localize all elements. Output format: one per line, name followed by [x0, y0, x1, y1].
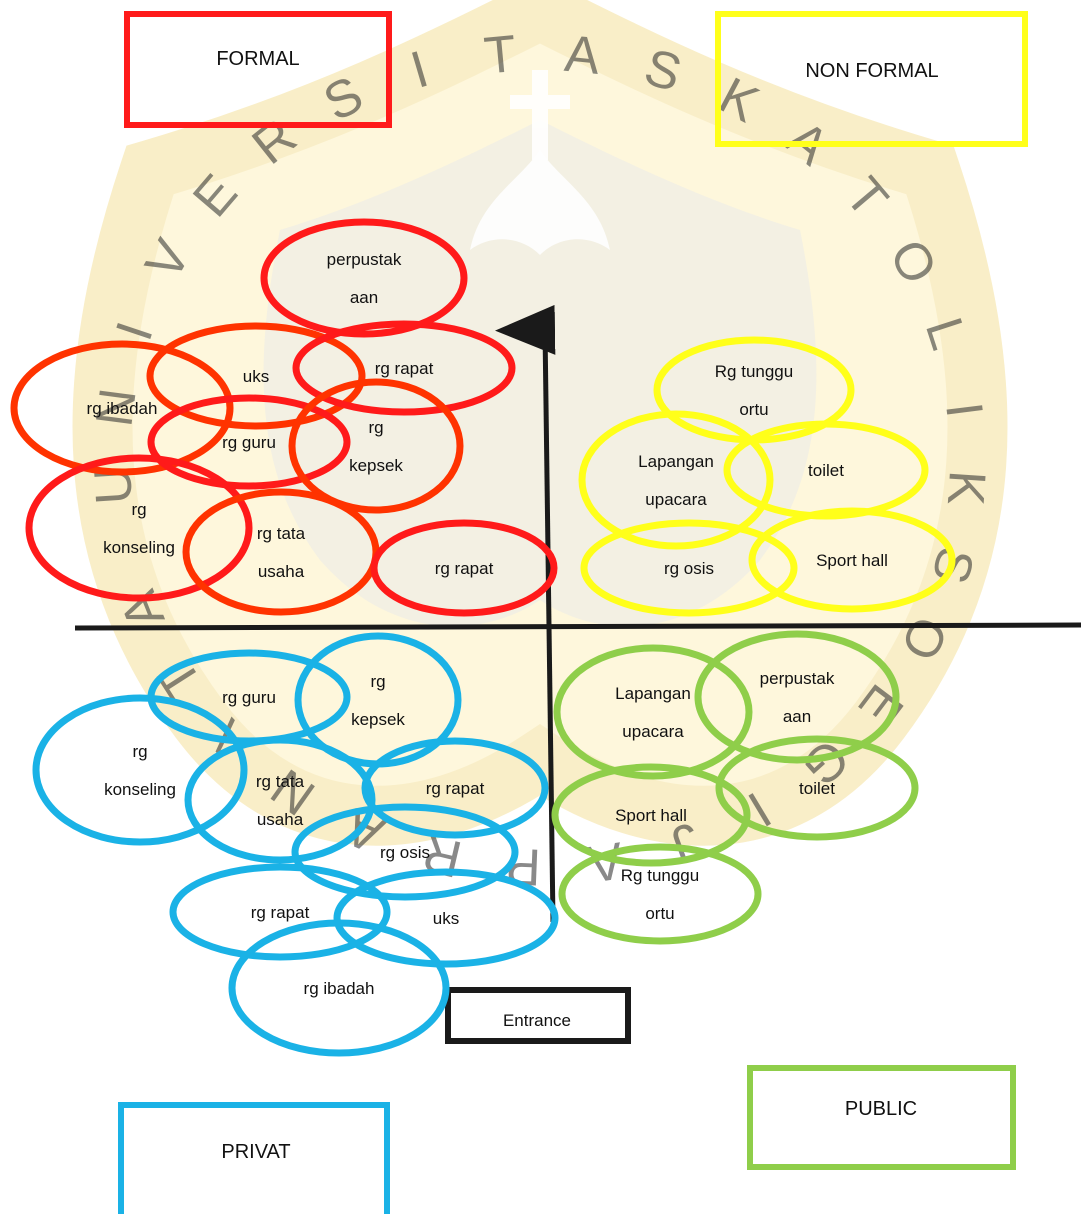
zone-formal-non-public: perpustak aan uks rg rapat rg ibadah rg guru r… — [10, 218, 558, 617]
bubble-public-3 — [551, 763, 751, 867]
bubble-formal-non-public-1 — [146, 322, 366, 430]
bubble-formal-non-public-6 — [25, 454, 253, 602]
seal-letter: K — [936, 469, 996, 508]
bubble-label: aan — [350, 288, 378, 307]
bubble-privat-3 — [184, 736, 376, 864]
bubble-privat-2 — [32, 694, 248, 846]
bubble-label: upacara — [645, 490, 707, 509]
bubble-label: Rg tunggu — [715, 362, 793, 381]
bubble-label: rg osis — [380, 843, 430, 862]
entrance-box: Entrance — [445, 987, 631, 1044]
bubble-label: rg rapat — [251, 903, 310, 922]
bubble-label: rg osis — [664, 559, 714, 578]
legend-formal: FORMAL — [124, 11, 392, 128]
bubble-label: uks — [433, 909, 459, 928]
bubble-label: rg ibadah — [304, 979, 375, 998]
bubble-label: rg — [370, 672, 385, 691]
seal-letter: N — [85, 385, 147, 430]
legend-public-label: PUBLIC — [845, 1098, 917, 1120]
bubble-label: rg — [131, 500, 146, 519]
seal-shield-shape — [72, 0, 1008, 846]
bubble-label: perpustak — [327, 250, 402, 269]
bubble-privat-4 — [361, 737, 549, 839]
bubble-formal-non-public-4 — [147, 394, 351, 490]
bubble-label: kepsek — [351, 710, 405, 729]
bubble-public-4 — [558, 843, 762, 945]
legend-non-formal: NON FORMAL — [715, 11, 1028, 147]
bubble-label: konseling — [104, 780, 176, 799]
horizontal-axis — [74, 622, 1081, 631]
bubble-label: rg rapat — [435, 559, 494, 578]
cross-icon — [510, 70, 570, 160]
bubble-label: perpustak — [760, 669, 835, 688]
legend-privat: PRIVAT — [118, 1102, 390, 1219]
bubble-non-formal-1 — [578, 410, 774, 550]
bubble-public-2 — [715, 735, 919, 841]
seal-flame-shape — [470, 150, 610, 255]
bubble-privat-8 — [228, 919, 450, 1057]
bubble-label: toilet — [808, 461, 844, 480]
bubble-label: usaha — [258, 562, 305, 581]
seal-letter: T — [482, 25, 519, 86]
bubble-label: ortu — [739, 400, 768, 419]
bubble-formal-non-public-3 — [10, 340, 234, 476]
bubble-formal-non-public-2 — [292, 320, 516, 416]
bubble-non-formal-4 — [748, 507, 956, 613]
bubble-label: upacara — [622, 722, 684, 741]
bubble-label: usaha — [257, 810, 304, 829]
bubble-label: kepsek — [349, 456, 403, 475]
entrance-label: Entrance — [503, 1011, 571, 1030]
bubble-privat-5 — [291, 803, 519, 901]
bubble-label: rg — [368, 418, 383, 437]
bubble-label: konseling — [103, 538, 175, 557]
legend-non-formal-label: NON FORMAL — [805, 60, 938, 82]
bubble-label: rg guru — [222, 688, 276, 707]
vertical-axis-arrow — [495, 304, 556, 923]
seal-inner-shape — [263, 120, 817, 627]
bubble-label: Rg tunggu — [621, 866, 699, 885]
bubble-label: rg tata — [257, 524, 306, 543]
bubble-label: Lapangan — [638, 452, 714, 471]
bubble-non-formal-3 — [580, 519, 798, 617]
bubble-label: uks — [243, 367, 269, 386]
bubble-label: rg — [132, 742, 147, 761]
bubble-label: Sport hall — [816, 551, 888, 570]
bubble-label: aan — [783, 707, 811, 726]
bubble-privat-7 — [333, 868, 559, 968]
bubble-formal-non-public-8 — [370, 519, 558, 617]
legend-formal-label: FORMAL — [216, 48, 299, 70]
bubble-label: rg ibadah — [87, 399, 158, 418]
bubble-privat-6 — [169, 863, 391, 961]
legend-privat-label: PRIVAT — [221, 1141, 290, 1163]
bubble-formal-non-public-0 — [260, 218, 468, 338]
zone-privat: rg guru rg kepsek rg konseling rg tata usaha rg… — [32, 632, 559, 1057]
bubble-label: rg guru — [222, 433, 276, 452]
bubble-label: rg tata — [256, 772, 305, 791]
bubble-label: rg rapat — [426, 779, 485, 798]
bubble-label: rg rapat — [375, 359, 434, 378]
bubble-public-1 — [694, 630, 900, 764]
bubble-label: toilet — [799, 779, 835, 798]
bubble-label: Sport hall — [615, 806, 687, 825]
bubble-public-0 — [553, 644, 753, 780]
seal-letter: A — [562, 25, 603, 86]
bubble-label: Lapangan — [615, 684, 691, 703]
bubble-label: ortu — [645, 904, 674, 923]
bubble-formal-non-public-5 — [288, 378, 464, 514]
legend-public: PUBLIC — [747, 1065, 1016, 1170]
seal-letter: I — [934, 399, 993, 421]
